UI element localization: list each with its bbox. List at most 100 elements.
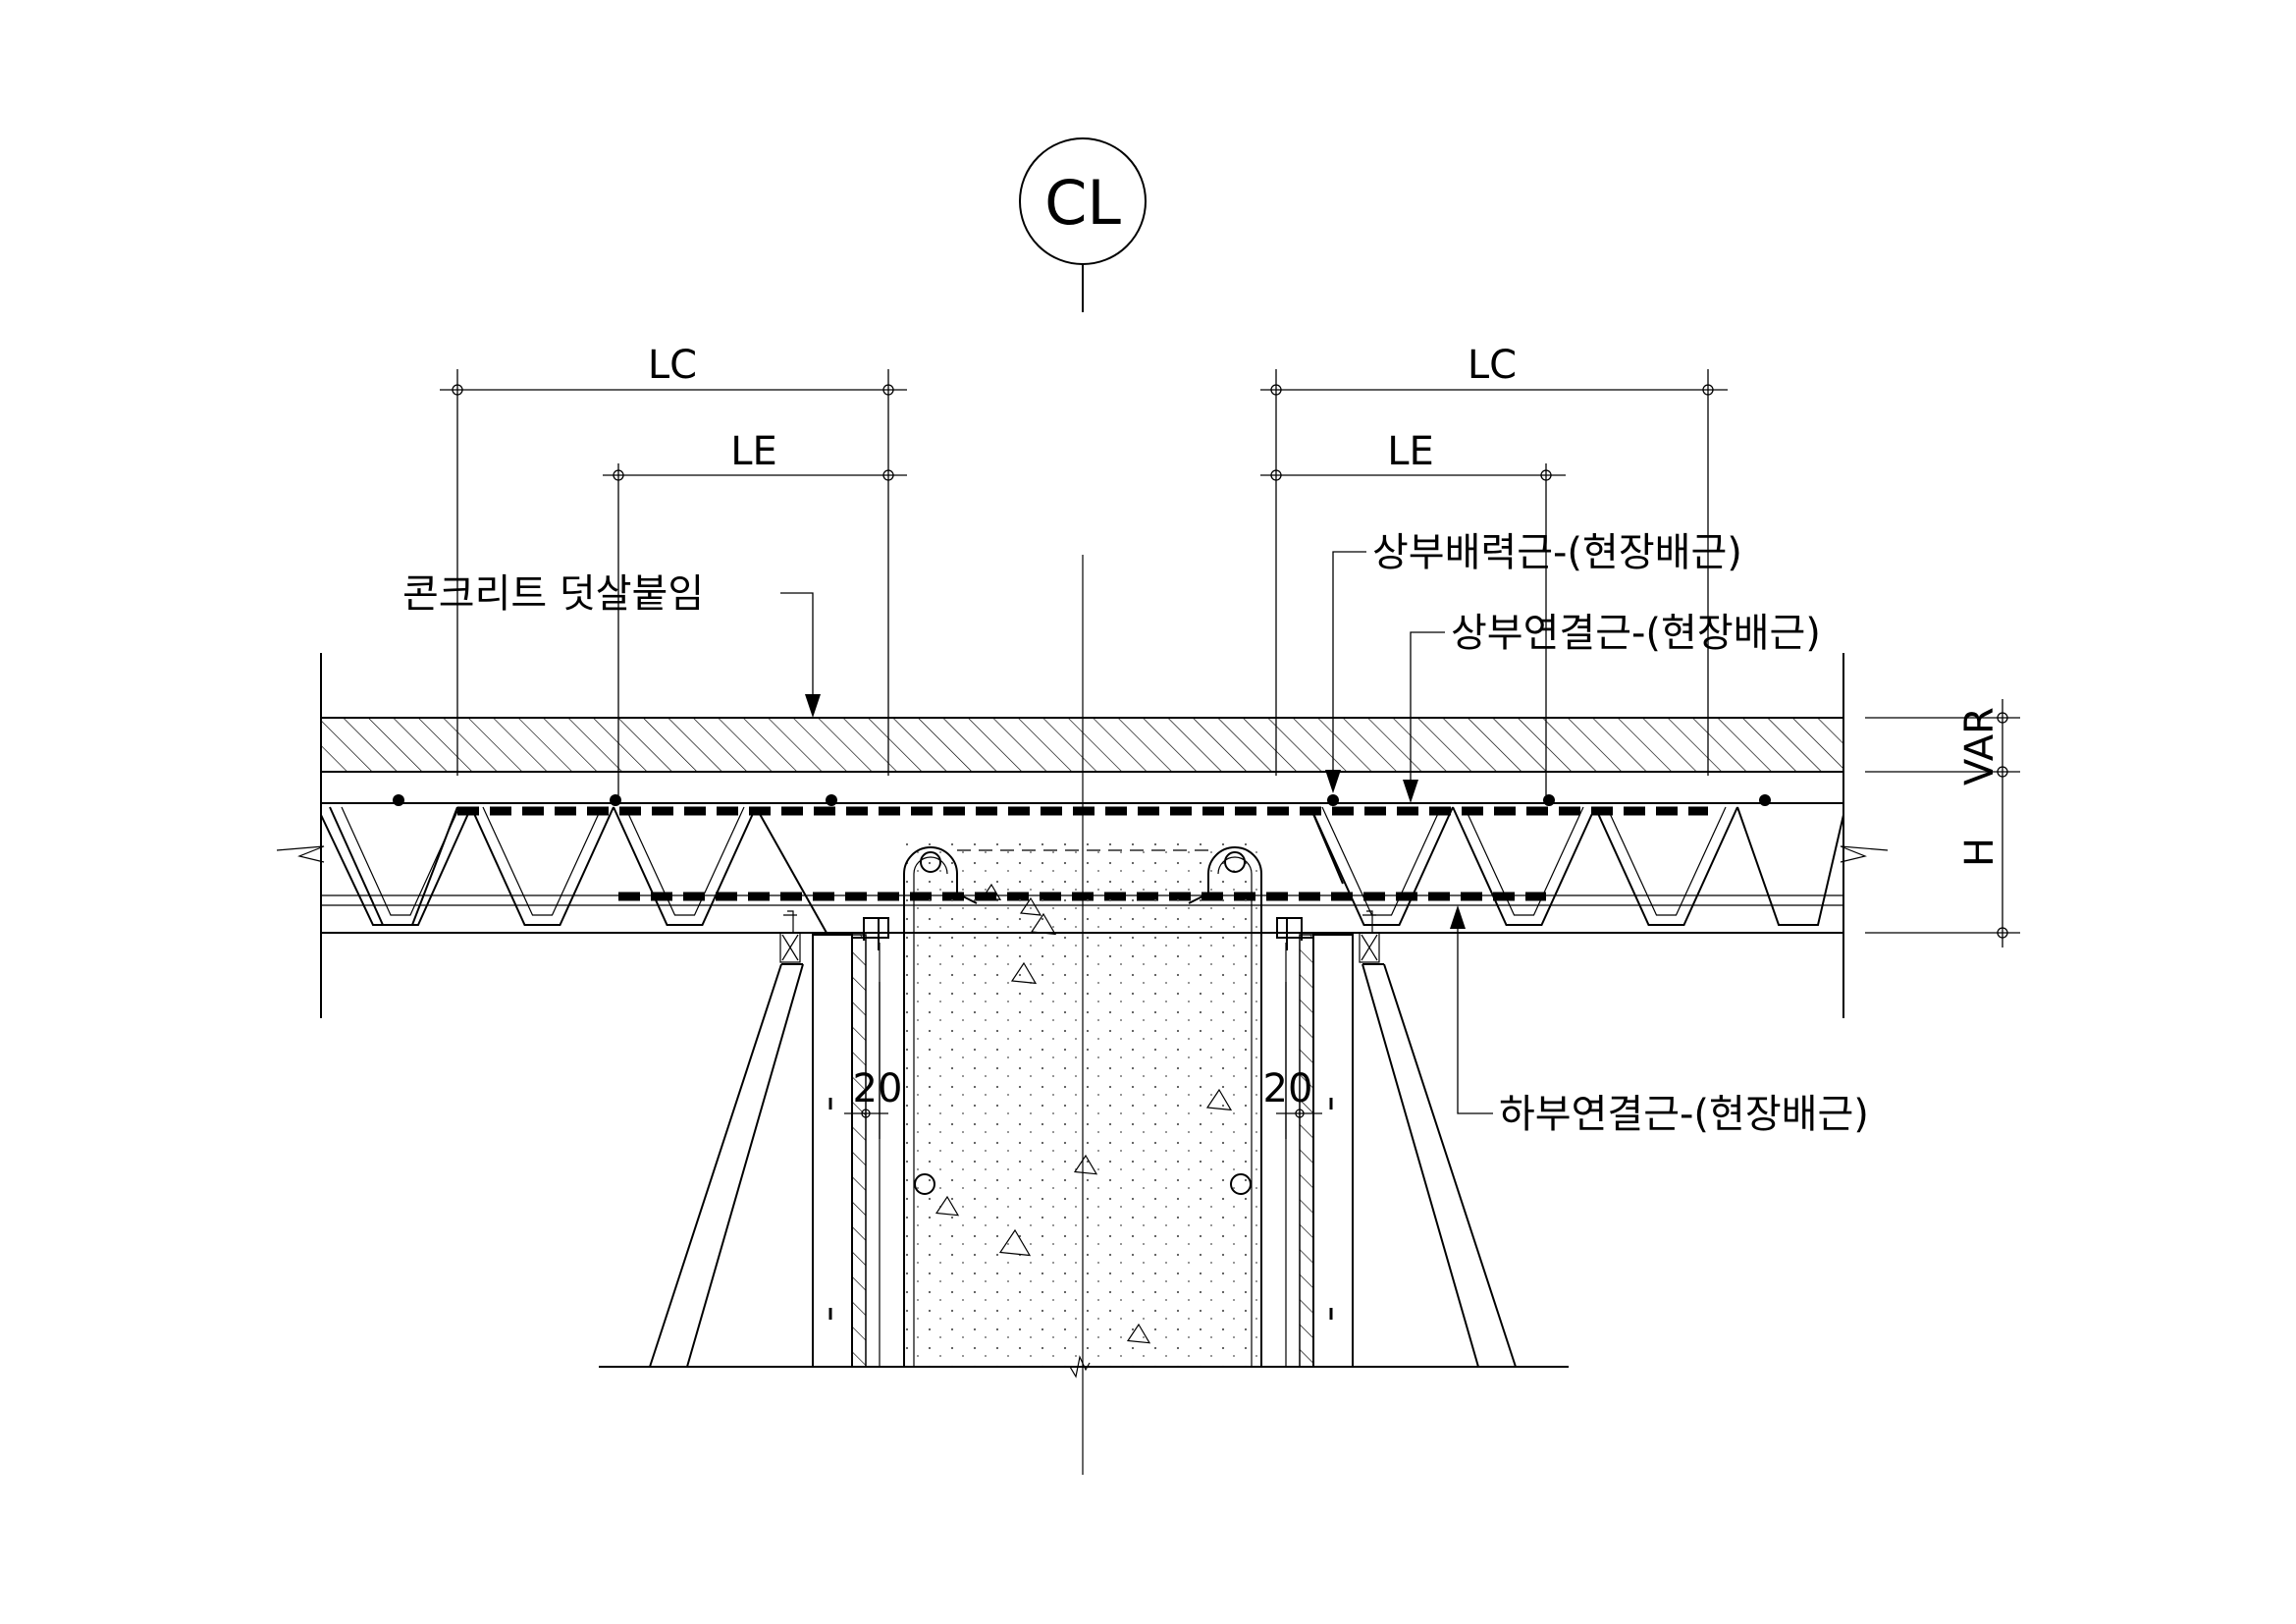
truss-lattice [320, 806, 1844, 934]
truss-web-inner-l1 [482, 806, 603, 916]
beam-stirrup-hooks [956, 893, 1209, 904]
centerline-marker: CL [1019, 137, 1147, 312]
beam-stirrup-left-outer [903, 846, 958, 1367]
dim-node [1997, 766, 2008, 778]
aggregate-mark [1010, 961, 1038, 985]
distribution-bar-dot [1759, 794, 1771, 806]
distribution-bar-dots [393, 794, 1771, 806]
beam-bar-mid-right [1230, 1173, 1252, 1195]
dim-le-right-label: LE [1387, 429, 1434, 474]
dimension-thickness: VAR H [1865, 699, 2020, 947]
truss-web-beam-left [755, 806, 828, 934]
truss-web-edge-left [320, 806, 458, 926]
gap-left-label: 20 [853, 1066, 903, 1111]
distribution-bar-dot [393, 794, 404, 806]
arrow-top-connection-bar [1403, 780, 1418, 803]
centerline-symbol: CL [1044, 167, 1121, 239]
annotations: 콘크리트 덧살붙임 상부배력근-(현장배근) 상부연결근-(현장배근) 하부연결… [402, 530, 1869, 1137]
dim-node [1997, 927, 2008, 939]
dim-lc-right-label: LC [1468, 343, 1517, 388]
label-bottom-connection-bar: 하부연결근-(현장배근) [1499, 1092, 1869, 1137]
leader-bottom-connection-bar [1457, 923, 1493, 1114]
form-clip-right [1276, 917, 1313, 950]
break-mark-left [276, 845, 325, 863]
distribution-bar-dot [610, 794, 621, 806]
dim-le-left-label: LE [730, 429, 777, 474]
form-sheathing-left [851, 934, 867, 1368]
aggregate-mark [934, 1195, 960, 1217]
dim-node [1270, 384, 1282, 396]
deck-plate [276, 802, 1889, 934]
truss-web-beam-right [1309, 806, 1344, 885]
aggregate-triangles [934, 883, 1233, 1344]
concrete-topping-layer [320, 717, 1844, 773]
dim-node [1270, 469, 1282, 481]
label-top-connection-bar: 상부연결근-(현장배근) [1451, 611, 1821, 656]
dim-node [882, 469, 894, 481]
dimension-right: LC LE [1260, 343, 1728, 795]
shore-strut-left [649, 963, 804, 1368]
dim-node [1540, 469, 1552, 481]
form-panel-right [1312, 934, 1354, 1368]
aggregate-mark [1073, 1154, 1098, 1175]
beam-stirrup-right-inner [1217, 856, 1253, 1367]
dim-node [861, 1109, 871, 1118]
arrow-top-distribution-bar [1325, 770, 1341, 793]
gap-right-label: 20 [1263, 1066, 1313, 1111]
beam-bar-top-right [1224, 851, 1246, 873]
bolt-right [1362, 910, 1376, 933]
truss-web-l1 [470, 806, 614, 926]
dim-node [1997, 712, 2008, 724]
truss-web-inner-l0 [341, 806, 460, 916]
distribution-bar-dot [1327, 794, 1339, 806]
truss-web-inner-l2 [624, 806, 745, 916]
beam-concrete-fill [904, 840, 1261, 1367]
truss-web-edge-right [1736, 806, 1844, 926]
leader-top-connection-bar [1410, 631, 1445, 785]
truss-web-r0 [1309, 806, 1454, 926]
label-concrete-topping: 콘크리트 덧살붙임 [402, 571, 704, 617]
aggregate-mark [1126, 1323, 1151, 1344]
beam-section [903, 840, 1262, 1367]
aggregate-mark [1205, 1088, 1233, 1111]
ground-break-mark [1069, 1355, 1091, 1379]
bolt-left [783, 910, 797, 933]
aggregate-mark [998, 1228, 1032, 1257]
break-mark-right [1840, 845, 1889, 863]
dimension-left: LC LE [440, 343, 907, 795]
shore-strut-right [1362, 963, 1517, 1368]
dim-var-label: VAR [1957, 707, 2002, 785]
distribution-bar-dot [1543, 794, 1555, 806]
truss-web-inner-r1 [1464, 806, 1584, 916]
beam-bar-mid-left [914, 1173, 935, 1195]
shoring [649, 963, 1517, 1368]
concrete-topping-hatch [320, 717, 1844, 773]
truss-web-inner-r0 [1321, 806, 1442, 916]
form-clip-left [852, 917, 889, 950]
distribution-bar-dot [826, 794, 837, 806]
aggregate-mark [981, 883, 1002, 901]
leader-concrete-topping [780, 592, 814, 703]
dim-node [882, 384, 894, 396]
truss-web-r2 [1594, 806, 1738, 926]
arrow-concrete-topping [805, 694, 821, 718]
label-top-distribution-bar: 상부배력근-(현장배근) [1372, 530, 1742, 575]
dim-node [1702, 384, 1714, 396]
form-sheathing-right [1299, 934, 1314, 1368]
form-panel-left [812, 934, 853, 1368]
beam-bar-top-left [920, 851, 941, 873]
beam-stirrup-left-inner [913, 856, 948, 1367]
aggregate-mark [1019, 896, 1042, 916]
support-bracket-left [779, 932, 801, 963]
truss-web-l2 [613, 806, 757, 926]
support-bracket-right [1359, 932, 1380, 963]
gap-dimensions: 20 20 [844, 982, 1322, 1139]
dim-lc-left-label: LC [648, 343, 697, 388]
dim-node [452, 384, 463, 396]
truss-web-r1 [1452, 806, 1596, 926]
truss-web-inner-r2 [1606, 806, 1727, 916]
dim-node [1295, 1109, 1305, 1118]
leader-top-distribution-bar [1332, 551, 1366, 776]
arrow-bottom-connection-bar [1450, 905, 1466, 929]
